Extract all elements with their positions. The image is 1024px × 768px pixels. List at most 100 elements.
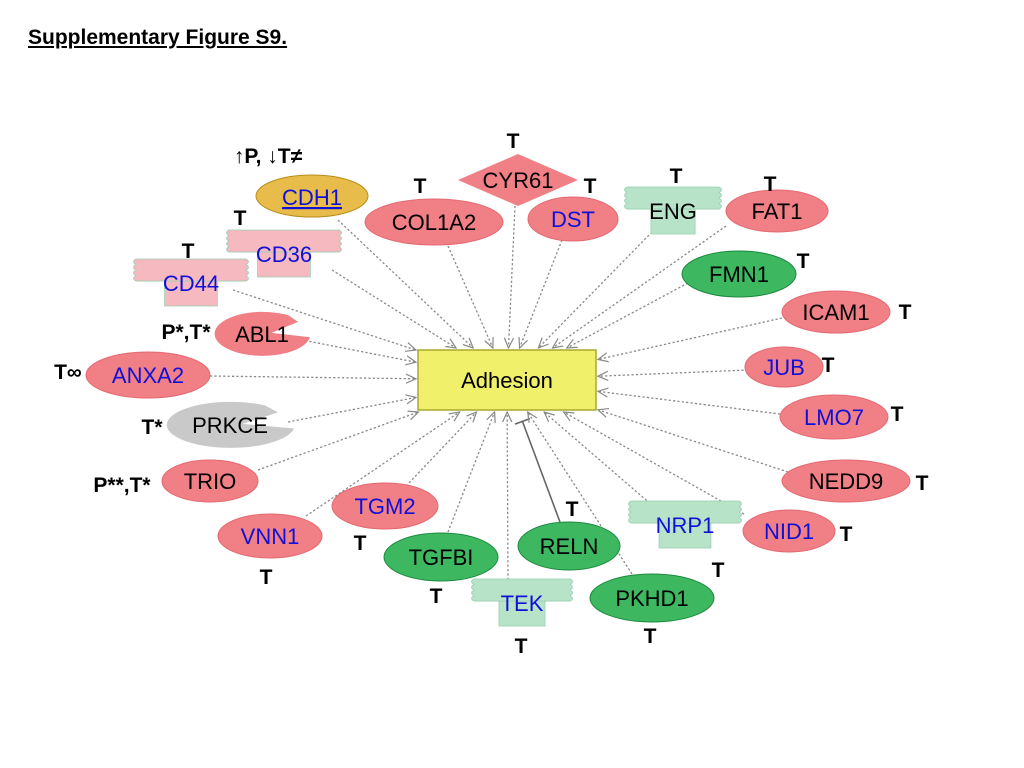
gene-node-eng: ENG T — [624, 165, 722, 235]
center-node: Adhesion — [417, 349, 597, 411]
edge-nid1 — [564, 412, 745, 515]
node-shape — [742, 509, 836, 553]
edge-anxa2 — [209, 376, 416, 379]
gene-label: FAT1 — [752, 199, 803, 224]
edge-nrp1 — [544, 412, 661, 513]
edge-nedd9 — [598, 410, 789, 473]
edge-trio — [257, 412, 418, 471]
gene-annotation: T — [840, 523, 853, 546]
gene-label: DST — [551, 207, 595, 232]
node-shape — [383, 532, 499, 582]
edge-col1a2 — [447, 245, 493, 348]
node-shape-stem — [498, 599, 546, 627]
edge-fmn1 — [567, 282, 689, 348]
node-shape — [779, 394, 889, 440]
gene-annotation: T* — [142, 416, 164, 439]
edge-jub — [598, 369, 749, 376]
gene-label: VNN1 — [241, 524, 300, 549]
node-shape — [226, 229, 342, 253]
gene-annotation: ↑P, ↓T≠ — [234, 145, 303, 168]
node-shape — [725, 189, 829, 233]
gene-label: LMO7 — [804, 405, 864, 430]
node-shape — [681, 250, 797, 298]
gene-node-trio: TRIO P**,T* — [93, 459, 259, 503]
node-shape — [624, 186, 722, 210]
gene-node-fat1: FAT1 T — [725, 173, 829, 233]
gene-node-nedd9: NEDD9 T — [781, 459, 929, 503]
node-shape — [527, 196, 619, 242]
gene-annotation: T — [507, 130, 520, 153]
gene-label: ABL1 — [235, 322, 289, 347]
gene-node-anxa2: ANXA2 T∞ — [54, 351, 211, 399]
gene-node-dst: DST T — [527, 175, 619, 242]
gene-label: TEK — [501, 591, 544, 616]
gene-node-lmo7: LMO7 T — [779, 394, 904, 440]
gene-node-prkce: PRKCE T* — [142, 401, 294, 448]
node-shape-stem — [650, 207, 696, 235]
gene-annotation: T — [430, 585, 443, 608]
gene-label: ANXA2 — [112, 363, 184, 388]
gene-annotation: T — [670, 165, 683, 188]
gene-annotation: T — [584, 175, 597, 198]
gene-annotation: T∞ — [54, 361, 82, 384]
gene-label: PRKCE — [192, 413, 268, 438]
node-shape — [166, 401, 294, 448]
gene-label: JUB — [763, 355, 805, 380]
edge-icam1 — [598, 317, 783, 359]
edge-eng — [538, 231, 653, 348]
gene-label: CYR61 — [483, 168, 554, 193]
gene-label: COL1A2 — [392, 210, 476, 235]
node-shape-stem — [658, 521, 712, 549]
gene-node-cyr61: CYR61 T — [458, 130, 578, 206]
gene-annotation: P**,T* — [93, 474, 151, 497]
gene-label: NEDD9 — [809, 469, 884, 494]
figure-title: Supplementary Figure S9. — [28, 26, 288, 49]
edge-lmo7 — [598, 391, 781, 415]
gene-label: RELN — [540, 534, 599, 559]
node-shape — [214, 311, 310, 356]
node-shape — [781, 290, 891, 334]
gene-annotation: T — [916, 472, 929, 495]
gene-label: ENG — [649, 199, 697, 224]
gene-annotation: T — [764, 173, 777, 196]
gene-label: NID1 — [764, 519, 814, 544]
gene-annotation: T — [515, 635, 528, 658]
node-shape — [255, 174, 369, 218]
node-shape — [471, 578, 573, 602]
gene-annotation: T — [414, 175, 427, 198]
gene-label: TGM2 — [354, 494, 415, 519]
gene-annotation: T — [182, 240, 195, 263]
gene-annotation: T — [891, 403, 904, 426]
edge-fat1 — [553, 225, 727, 348]
node-shape — [364, 198, 504, 246]
edge-tgm2 — [405, 412, 477, 487]
gene-label: NRP1 — [656, 513, 715, 538]
gene-node-col1a2: COL1A2 T — [364, 175, 504, 246]
gene-label: TRIO — [184, 469, 237, 494]
gene-node-tek: TEK T — [471, 578, 573, 658]
node-shape — [133, 258, 249, 282]
node-shape — [628, 500, 742, 524]
gene-node-cdh1: CDH1↑P, ↓T≠ — [234, 145, 369, 218]
gene-node-reln: RELN T — [517, 498, 621, 571]
gene-annotation: T — [566, 498, 579, 521]
gene-annotation: T — [644, 625, 657, 648]
gene-label: ICAM1 — [802, 300, 869, 325]
node-shape — [589, 573, 715, 623]
gene-annotation: T — [712, 559, 725, 582]
edge-cyr61 — [508, 205, 516, 348]
edge-dst — [520, 239, 563, 348]
center-box — [417, 349, 597, 411]
node-shape — [217, 513, 323, 559]
edge-tgfbi — [447, 412, 495, 533]
node-shape — [85, 351, 211, 399]
